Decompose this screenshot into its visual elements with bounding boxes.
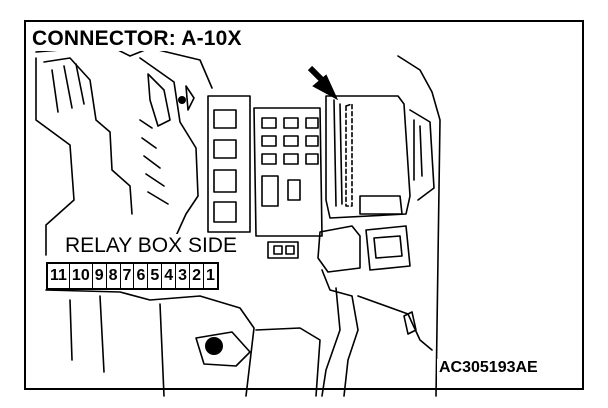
wire-harness-right [321,269,359,397]
pin-cell: 4 [161,264,175,288]
bolt-head [403,311,417,335]
relay-box-body [325,95,411,219]
header-connector-pins [273,245,295,255]
left-housing-inner [43,57,133,215]
lower-connector-a [317,225,361,273]
lower-base-lines [69,295,165,397]
right-panel-inner [409,109,435,201]
left-housing-ribs [51,63,85,113]
harness-bracket [357,295,433,351]
pin-cell: 8 [105,264,120,288]
upper-trim-line [35,45,213,89]
right-panel-edge [397,55,441,397]
lower-connector-b [365,225,411,271]
connector-dashed-outline [345,103,353,207]
down-right-arrow-icon [307,65,339,101]
pin-cell: 9 [91,264,106,288]
relay-box-edge [333,99,343,207]
wire-harness-left [321,287,341,397]
right-panel-slots [413,119,423,181]
fuse-panel [253,107,323,237]
fuse-slots [261,117,319,207]
fuse-block-left-edge [139,57,199,237]
reference-code: AC305193AE [437,359,540,377]
lower-base-outline [45,289,255,397]
lower-fitting [195,331,251,367]
pin-cell: 2 [189,264,203,288]
lower-connector-b-face [373,235,403,259]
fuse-block-left-detail [147,73,171,127]
pin-cell: 5 [147,264,161,288]
relay-column-left [207,95,251,233]
left-housing-outline [35,57,75,256]
connector-title: CONNECTOR: A-10X [30,27,244,51]
pin-cell: 3 [175,264,189,288]
pin-cell: 10 [68,264,92,288]
small-bracket [185,85,195,111]
relay-box-side-label: RELAY BOX SIDE [63,234,239,258]
relay-slots-left [213,109,237,223]
connector-pin-row: 11 10 9 8 7 6 5 4 3 2 1 [46,262,219,290]
lower-duct [255,327,321,397]
diagram-frame [24,20,584,390]
grommet [205,337,223,355]
header-connector [267,241,299,259]
pin-cell: 7 [119,264,134,288]
pin-cell: 6 [133,264,147,288]
pin-cell: 11 [50,267,67,284]
mount-bolt [178,96,186,104]
relay-box-tab [359,195,403,215]
pin-cell: 1 [202,264,217,288]
fuse-ribs [139,119,169,205]
